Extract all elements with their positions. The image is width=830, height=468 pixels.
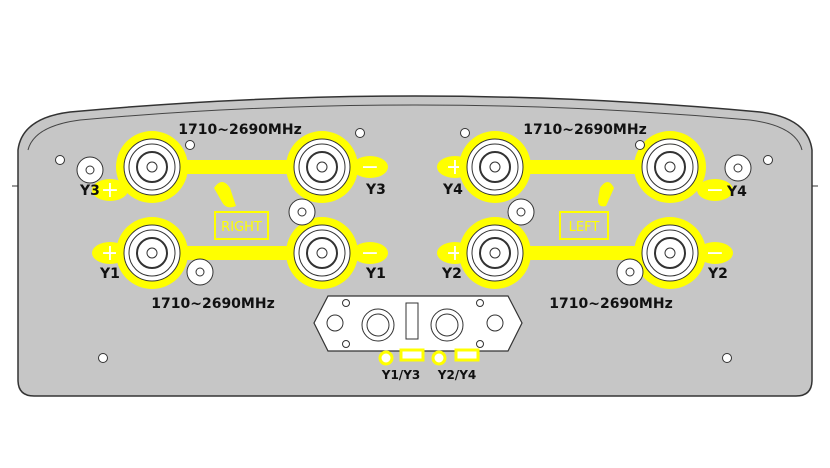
- interface-plate: [313, 295, 523, 352]
- mount-hole: [355, 128, 365, 138]
- polarity-link: [152, 246, 322, 260]
- minus-icon: −: [361, 155, 379, 180]
- led-label: Y2/Y4: [437, 368, 476, 382]
- polarity-link: [495, 160, 670, 174]
- right-side-mark: RIGHT: [214, 182, 269, 240]
- plus-icon: +: [101, 241, 119, 266]
- port-label: Y2: [441, 266, 462, 282]
- minus-icon: −: [706, 178, 724, 203]
- mount-hole: [722, 353, 732, 363]
- power-connector[interactable]: [361, 308, 395, 342]
- left-side-mark: LEFT: [559, 182, 614, 240]
- ground-screw: [507, 198, 535, 226]
- frequency-label: 1710~2690MHz: [549, 296, 672, 312]
- left-label: LEFT: [569, 220, 600, 235]
- mount-hole: [635, 140, 645, 150]
- rf-connector[interactable]: [116, 217, 188, 289]
- polarity-link: [152, 160, 322, 174]
- port-label: Y2: [707, 266, 728, 282]
- rf-connector[interactable]: [634, 131, 706, 203]
- rf-connector[interactable]: [116, 131, 188, 203]
- status-switch[interactable]: [405, 302, 419, 340]
- ground-screw: [186, 258, 214, 286]
- rf-connector[interactable]: [286, 131, 358, 203]
- frequency-label: 1710~2690MHz: [151, 296, 274, 312]
- data-connector[interactable]: [430, 308, 464, 342]
- minus-icon: −: [706, 241, 724, 266]
- mount-hole: [763, 155, 773, 165]
- polarity-tab: [92, 179, 128, 201]
- rf-connector[interactable]: [459, 131, 531, 203]
- port-label: Y4: [726, 184, 747, 200]
- led-indicator: [378, 350, 394, 366]
- frequency-label: 1710~2690MHz: [523, 122, 646, 138]
- rf-connector[interactable]: [459, 217, 531, 289]
- port-label: Y1: [365, 266, 386, 282]
- ground-screw: [76, 156, 104, 184]
- polarity-tab: [352, 156, 388, 178]
- rf-connector[interactable]: [634, 217, 706, 289]
- minus-icon: −: [361, 241, 379, 266]
- polarity-tab: [352, 242, 388, 264]
- port-label: Y3: [79, 183, 100, 199]
- mount-hole: [185, 140, 195, 150]
- frequency-label: 1710~2690MHz: [178, 122, 301, 138]
- ground-screw: [724, 154, 752, 182]
- mount-hole: [98, 353, 108, 363]
- port-label: Y3: [365, 182, 386, 198]
- right-label: RIGHT: [221, 220, 262, 235]
- rf-connector[interactable]: [286, 217, 358, 289]
- polarity-tab: [697, 179, 733, 201]
- polarity-link: [495, 246, 670, 260]
- led-label: Y1/Y3: [381, 368, 420, 382]
- mount-hole: [55, 155, 65, 165]
- port-label: Y1: [99, 266, 120, 282]
- plus-icon: +: [101, 178, 119, 203]
- ground-screw: [288, 198, 316, 226]
- mount-hole: [460, 128, 470, 138]
- polarity-tab: [697, 242, 733, 264]
- port-label: Y4: [442, 182, 463, 198]
- led-indicator: [431, 350, 447, 366]
- ground-screw: [616, 258, 644, 286]
